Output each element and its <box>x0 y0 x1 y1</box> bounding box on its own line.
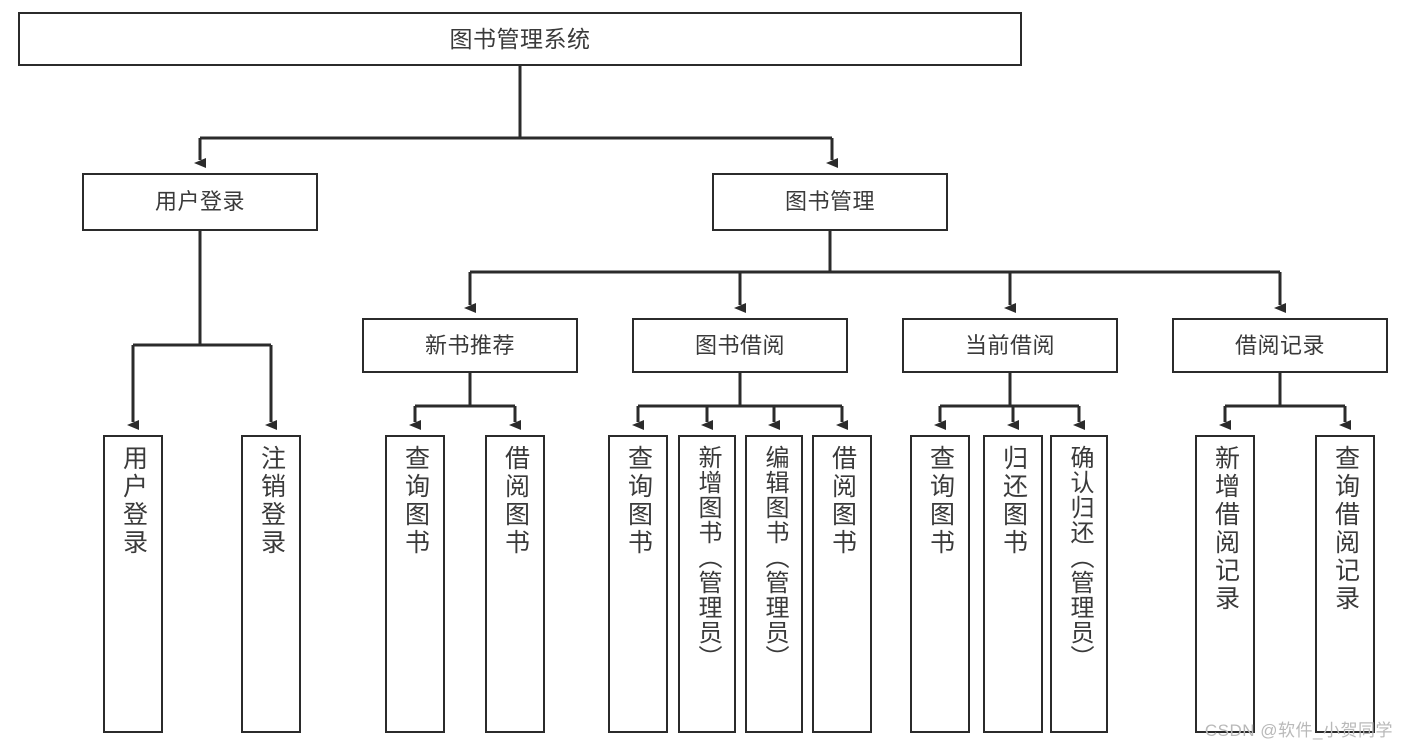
node-leaf-borrow-book-2[interactable]: 借阅图书 <box>812 435 872 733</box>
node-leaf-query-book-2-label: 查询图书 <box>624 445 653 557</box>
node-new-book-recommend-label: 新书推荐 <box>424 332 515 358</box>
node-leaf-user-login[interactable]: 用户登录 <box>103 435 163 733</box>
node-leaf-query-book-1[interactable]: 查询图书 <box>385 435 445 733</box>
node-leaf-edit-book-label: 编辑图书（管理员） <box>761 445 788 670</box>
node-leaf-add-book[interactable]: 新增图书（管理员） <box>678 435 736 733</box>
node-leaf-confirm-return[interactable]: 确认归还（管理员） <box>1050 435 1108 733</box>
node-leaf-query-record[interactable]: 查询借阅记录 <box>1315 435 1375 733</box>
node-leaf-logout-label: 注销登录 <box>257 445 286 557</box>
node-new-book-recommend[interactable]: 新书推荐 <box>362 318 578 373</box>
node-user-login-label: 用户登录 <box>154 189 245 215</box>
node-root[interactable]: 图书管理系统 <box>18 12 1022 66</box>
node-leaf-query-book-2[interactable]: 查询图书 <box>608 435 668 733</box>
node-borrow-record[interactable]: 借阅记录 <box>1172 318 1388 373</box>
node-leaf-add-book-label: 新增图书（管理员） <box>694 445 721 670</box>
node-leaf-borrow-book-1[interactable]: 借阅图书 <box>485 435 545 733</box>
node-leaf-query-record-label: 查询借阅记录 <box>1331 445 1360 613</box>
watermark: CSDN @软件_小贺同学 <box>1204 721 1393 740</box>
node-leaf-borrow-book-1-label: 借阅图书 <box>501 445 530 557</box>
node-leaf-return-book[interactable]: 归还图书 <box>983 435 1043 733</box>
node-leaf-user-login-label: 用户登录 <box>119 445 148 557</box>
node-book-manage[interactable]: 图书管理 <box>712 173 948 231</box>
node-user-login[interactable]: 用户登录 <box>82 173 318 231</box>
node-current-borrow-label: 当前借阅 <box>964 332 1055 358</box>
node-leaf-query-book-3[interactable]: 查询图书 <box>910 435 970 733</box>
node-leaf-confirm-return-label: 确认归还（管理员） <box>1066 445 1093 670</box>
node-leaf-add-record-label: 新增借阅记录 <box>1211 445 1240 613</box>
node-leaf-return-book-label: 归还图书 <box>999 445 1028 557</box>
node-leaf-edit-book[interactable]: 编辑图书（管理员） <box>745 435 803 733</box>
node-book-borrow[interactable]: 图书借阅 <box>632 318 848 373</box>
node-book-borrow-label: 图书借阅 <box>694 332 785 358</box>
node-root-label: 图书管理系统 <box>449 25 591 52</box>
node-leaf-logout[interactable]: 注销登录 <box>241 435 301 733</box>
node-borrow-record-label: 借阅记录 <box>1234 332 1325 358</box>
node-current-borrow[interactable]: 当前借阅 <box>902 318 1118 373</box>
node-leaf-add-record[interactable]: 新增借阅记录 <box>1195 435 1255 733</box>
node-book-manage-label: 图书管理 <box>784 189 875 215</box>
node-leaf-borrow-book-2-label: 借阅图书 <box>828 445 857 557</box>
node-leaf-query-book-1-label: 查询图书 <box>401 445 430 557</box>
node-leaf-query-book-3-label: 查询图书 <box>926 445 955 557</box>
